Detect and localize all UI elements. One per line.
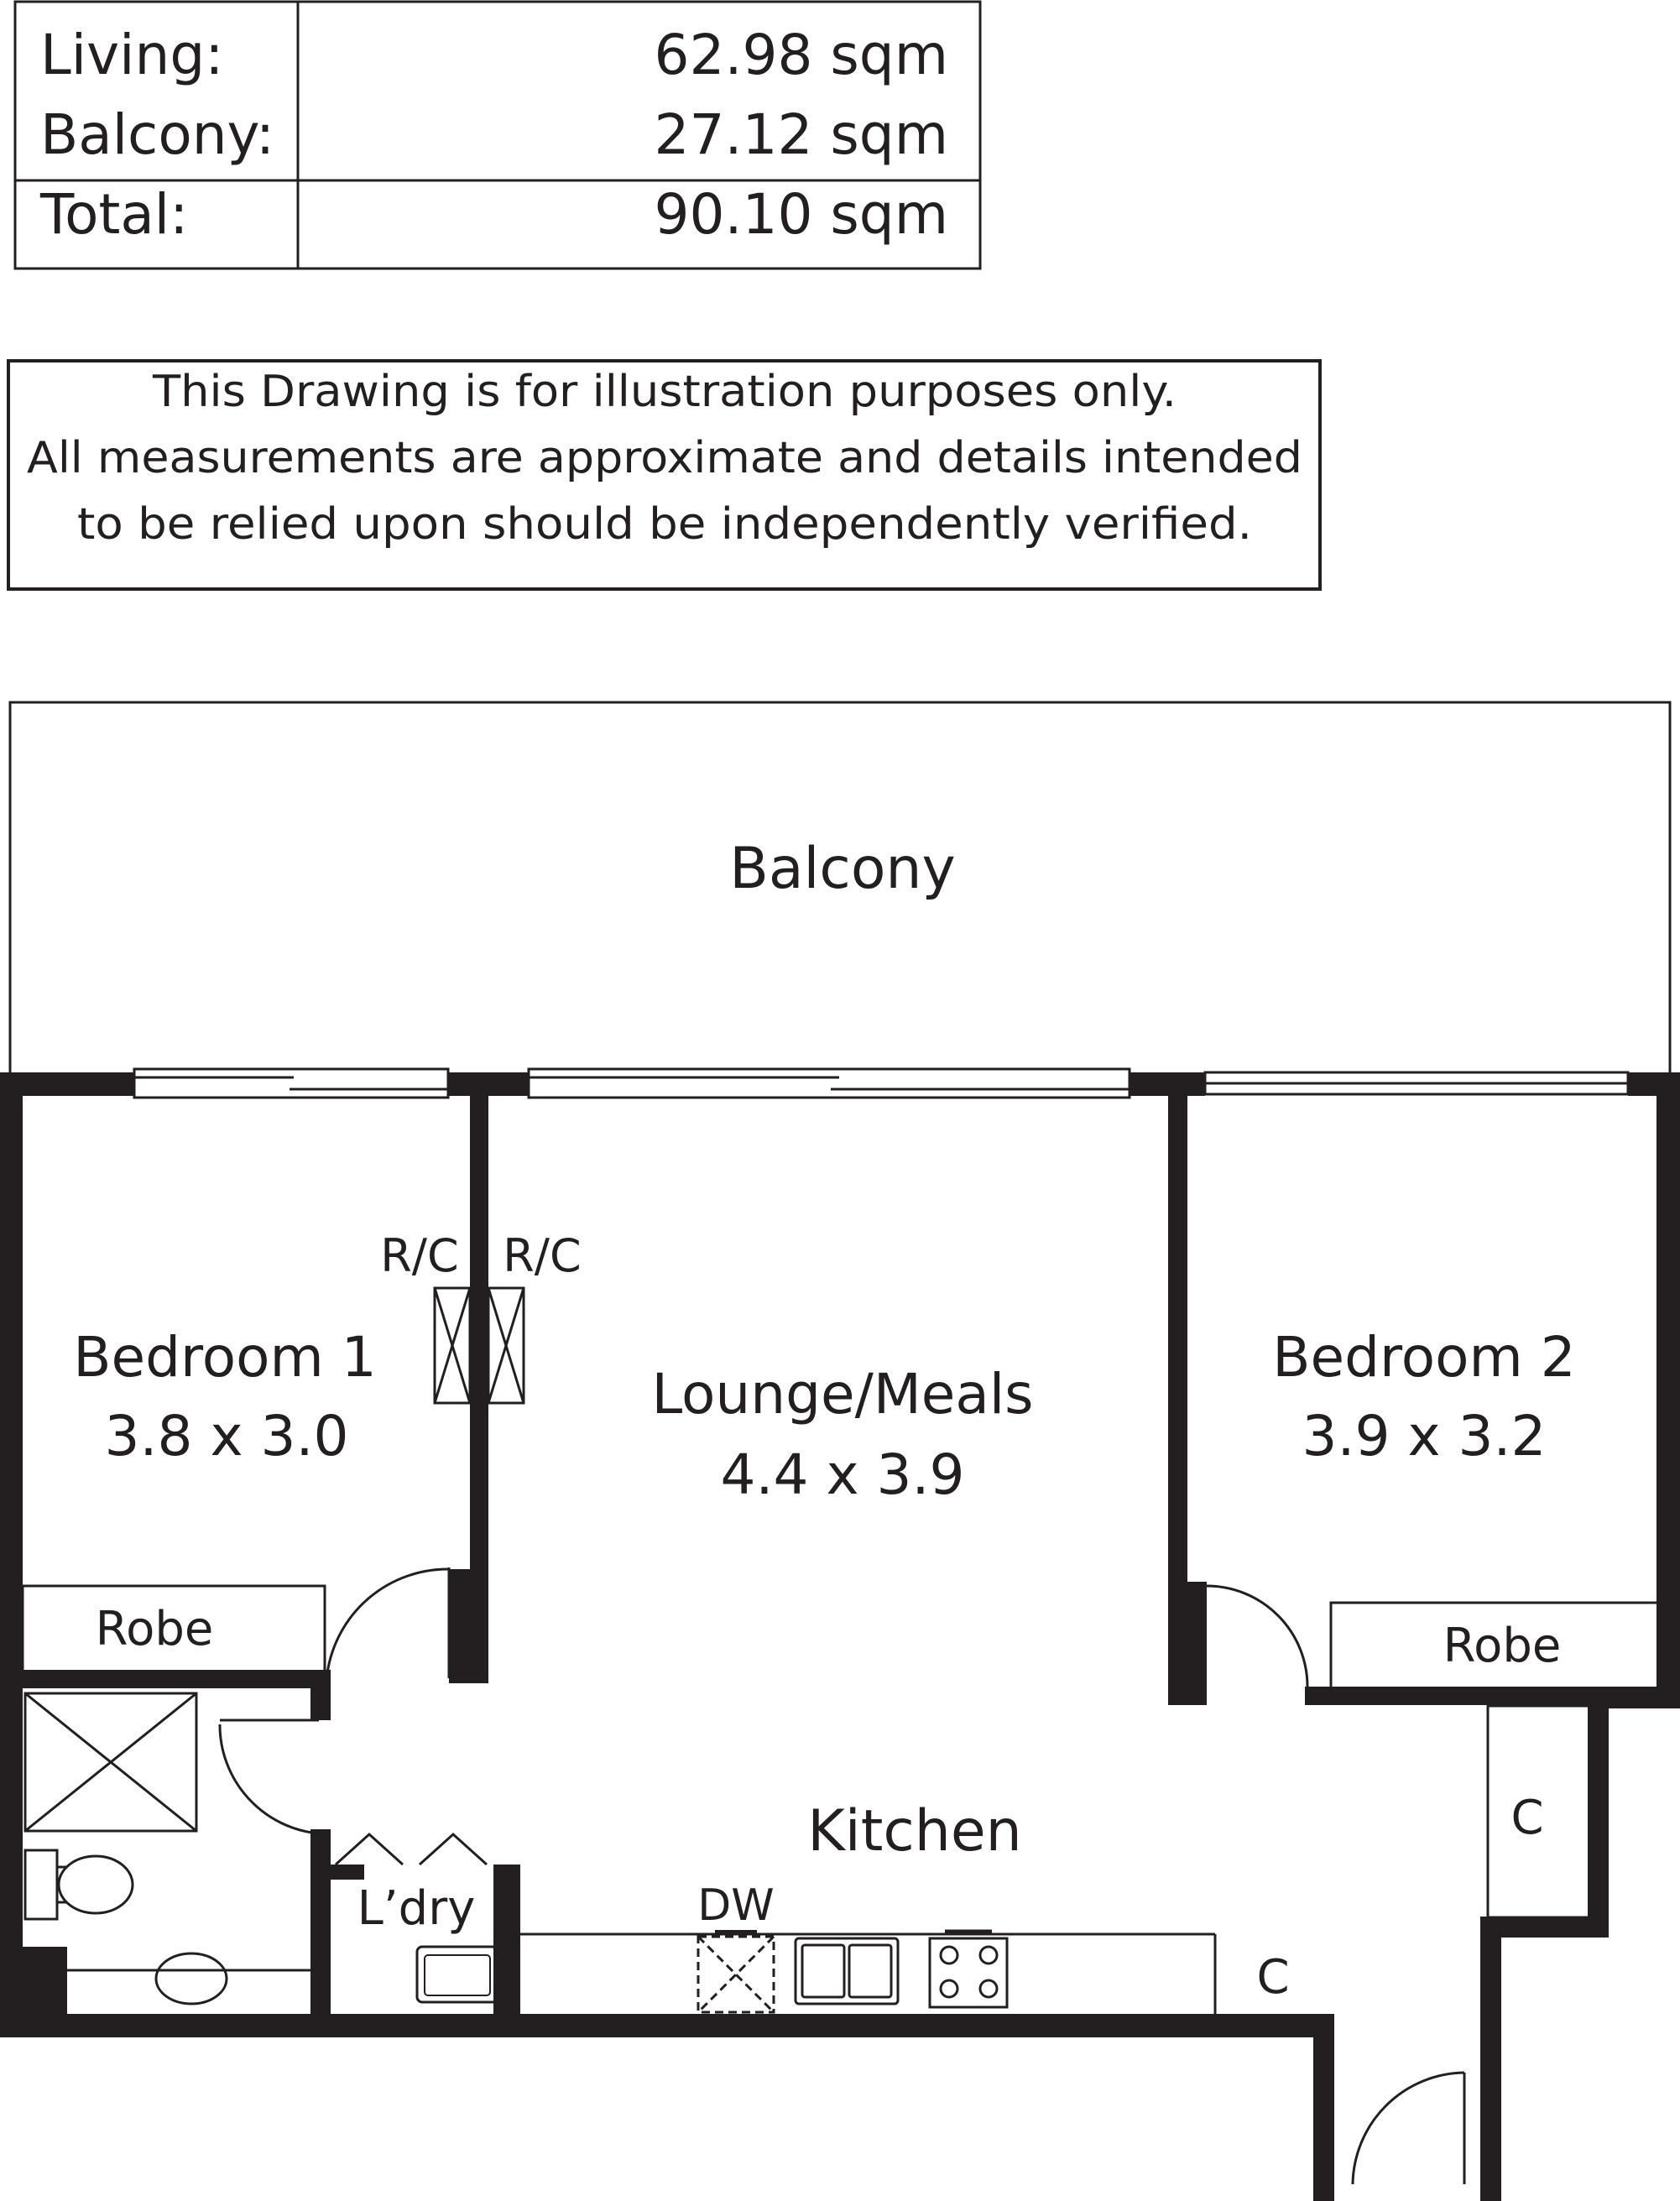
bedroom2-door-arc <box>1206 1584 1309 1687</box>
walls <box>0 1072 1680 2201</box>
rc-cupboards <box>433 1286 525 1405</box>
area-value-living: 62.98 sqm <box>655 23 949 87</box>
bedroom1-name: Bedroom 1 <box>73 1325 377 1390</box>
bathroom-door-arc <box>218 1724 320 1835</box>
balcony-outline <box>8 701 1672 1074</box>
balcony-label: Balcony <box>729 836 956 902</box>
laundry-bifold-left <box>334 1832 404 1866</box>
laundry-label: L’dry <box>357 1881 476 1936</box>
cupboard-right-label: C <box>1510 1791 1543 1845</box>
kitchen-cupboard-label: C <box>1256 1950 1289 2005</box>
disclaimer-box <box>7 359 1322 591</box>
bathroom-fixtures <box>23 1692 310 2005</box>
bedroom2-size: 3.9 x 3.2 <box>1302 1404 1547 1468</box>
cupboard-right <box>1486 1704 1591 1919</box>
area-value-balcony: 27.12 sqm <box>655 102 949 167</box>
bedroom1-size: 3.8 x 3.0 <box>105 1404 349 1468</box>
kitchen-sink <box>794 1937 900 2005</box>
robes <box>21 1584 1660 1692</box>
bedroom1-door-arc <box>326 1567 450 1674</box>
entry-door-arc <box>1351 2071 1465 2185</box>
toilet-bowl <box>57 1854 134 1915</box>
area-table <box>13 0 982 270</box>
vanity-basin <box>154 1952 228 2005</box>
lounge-name: Lounge/Meals <box>651 1362 1033 1426</box>
robe-1-label: Robe <box>96 1602 214 1656</box>
kitchen-label: Kitchen <box>807 1798 1022 1865</box>
dishwasher <box>697 1935 775 2014</box>
laundry-tub-inner <box>424 1954 491 1996</box>
disclaimer-line-2: All measurements are approximate and det… <box>27 433 1302 483</box>
area-value-total: 90.10 sqm <box>655 182 949 247</box>
robe-2-label: Robe <box>1443 1619 1562 1673</box>
shower <box>23 1692 198 1833</box>
disclaimer-line-3: to be relied upon should be independentl… <box>77 499 1252 550</box>
bedroom2-name: Bedroom 2 <box>1272 1325 1576 1390</box>
area-label-balcony: Balcony: <box>40 102 274 167</box>
laundry-tub <box>415 1945 499 2004</box>
area-label-total: Total: <box>39 182 188 247</box>
cooktop <box>928 1929 1009 2009</box>
lounge-size: 4.4 x 3.9 <box>721 1442 965 1507</box>
disclaimer-line-1: This Drawing is for illustration purpose… <box>152 367 1177 417</box>
sliding-doors <box>133 1067 1630 1099</box>
doors <box>218 1567 1466 2185</box>
dishwasher-label: DW <box>697 1880 774 1931</box>
rc-right-label: R/C <box>503 1229 581 1282</box>
laundry-bifold-right <box>418 1832 488 1866</box>
rc-left-label: R/C <box>380 1229 458 1282</box>
toilet-cistern <box>23 1849 59 1921</box>
area-label-living: Living: <box>40 23 223 87</box>
